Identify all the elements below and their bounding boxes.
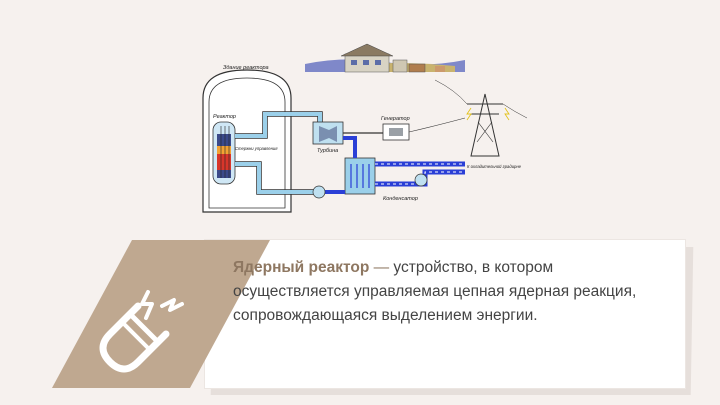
- definition-card: [205, 240, 685, 388]
- definition-text: Ядерный реактор — устройство, в котором …: [233, 256, 653, 328]
- primary-loop: [235, 111, 323, 195]
- generator-label: Генератор: [381, 116, 410, 122]
- definition-dash: —: [373, 259, 390, 276]
- power-tower: [434, 79, 528, 157]
- icon-tile: [52, 240, 270, 388]
- condenser: Конденсатор: [344, 157, 418, 202]
- cooling-label: К охладительной градирне: [467, 164, 522, 169]
- landscape-strip: [305, 43, 465, 73]
- generator: Генератор: [343, 116, 466, 141]
- magnet-lightning-icon: [99, 290, 184, 373]
- definition-term: Ядерный реактор: [233, 259, 370, 276]
- turbine-label: Турбина: [317, 148, 338, 154]
- secondary-loop: К охладительной градирне: [312, 136, 522, 199]
- rods-label: Стержни управления: [235, 146, 278, 151]
- nuclear-plant-diagram: Здание реактора Реактор Стержни управлен…: [195, 42, 530, 220]
- condenser-label: Конденсатор: [383, 196, 418, 202]
- reactor-label: Реактор: [213, 114, 236, 120]
- definition-body: устройство, в котором осуществляется упр…: [233, 259, 637, 324]
- building-label: Здание реактора: [223, 65, 269, 71]
- reactor-vessel: Реактор Стержни управления: [212, 114, 278, 185]
- turbine: Турбина: [312, 121, 344, 154]
